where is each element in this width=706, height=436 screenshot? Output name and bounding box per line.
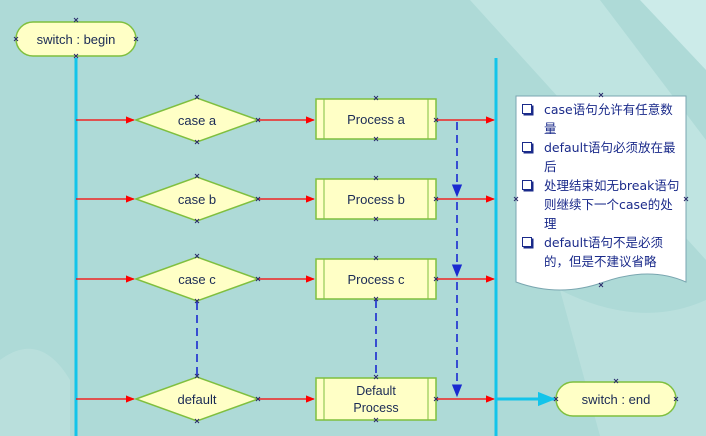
note-text: default语句不是必须的，但是不建议省略 (544, 235, 663, 269)
end-label: switch : end (582, 392, 651, 407)
case-row-c: case c Process c (76, 256, 495, 302)
end-terminal: switch : end (555, 381, 677, 417)
note-item: default语句不是必须的，但是不建议省略 (518, 233, 684, 271)
default-process-label-line2: Process (353, 401, 398, 415)
case-b-label: case b (178, 192, 216, 207)
case-row-b: case b Process b (76, 176, 495, 222)
note-item: default语句必须放在最后 (518, 138, 684, 176)
default-process-label-line1: Default (356, 384, 396, 398)
checkbox-bullet-icon (522, 237, 532, 247)
default-label: default (177, 392, 216, 407)
process-c-label: Process c (347, 272, 405, 287)
process-b-label: Process b (347, 192, 405, 207)
start-terminal: switch : begin (15, 21, 137, 57)
note-text: 处理结束如无break语句则继续下一个case的处理 (544, 178, 680, 231)
note-text: case语句允许有任意数量 (544, 102, 673, 136)
note-box (515, 95, 687, 291)
start-label: switch : begin (37, 32, 116, 47)
fallthrough-arrows (196, 122, 463, 398)
case-a-label: case a (178, 113, 217, 128)
checkbox-bullet-icon (522, 104, 532, 114)
default-process-box (315, 377, 437, 421)
case-c-label: case c (178, 272, 216, 287)
case-row-default: default Default Process (76, 376, 495, 422)
note-item: case语句允许有任意数量 (518, 100, 684, 138)
note-list: case语句允许有任意数量 default语句必须放在最后 处理结束如无brea… (518, 100, 684, 271)
note-text: default语句必须放在最后 (544, 140, 676, 174)
case-row-a: case a Process a (76, 97, 495, 143)
selection-handles (13, 17, 689, 424)
checkbox-bullet-icon (522, 180, 532, 190)
checkbox-bullet-icon (522, 142, 532, 152)
process-a-label: Process a (347, 112, 406, 127)
note-item: 处理结束如无break语句则继续下一个case的处理 (518, 176, 684, 233)
